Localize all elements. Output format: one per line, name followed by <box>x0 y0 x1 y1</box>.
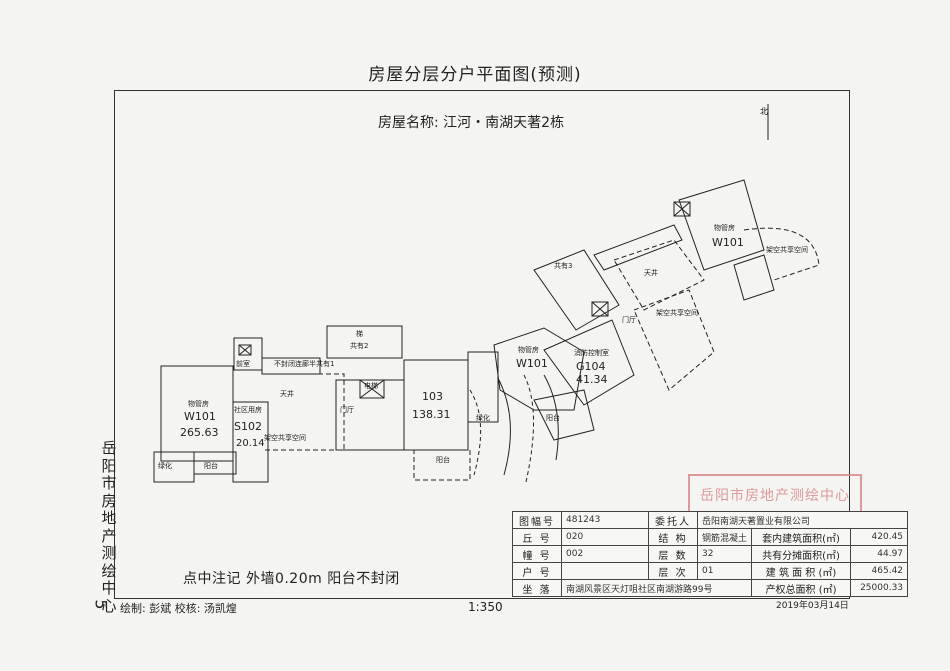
label-tianjing-right: 天井 <box>644 268 658 277</box>
label-w101-mid-use: 物管房 <box>518 345 539 354</box>
label-w101-left-area: 265.63 <box>180 426 219 439</box>
north-arrow: 北 <box>758 100 778 148</box>
room-g104 <box>543 319 635 406</box>
side-org-label: 岳阳市房地产测绘中心 <box>101 439 117 615</box>
scale-label: 1:350 <box>468 600 503 614</box>
label-green-left: 绿化 <box>158 461 172 470</box>
label-frontroom: 前室 <box>236 359 250 368</box>
label-shared3: 共有3 <box>554 261 572 270</box>
label-tianjing-left: 天井 <box>280 389 294 398</box>
table-cell: 44.97 <box>850 545 909 563</box>
label-g104-area: 41.34 <box>576 373 608 386</box>
table-cell: 共有分摊面积(㎡) <box>751 545 852 563</box>
label-corridor-left: 不封闭连廊半共有1 <box>274 359 334 368</box>
table-cell: 委托人 <box>648 511 698 529</box>
drawer-credits: 绘制: 彭斌 校核: 汤凯煌 <box>120 602 237 615</box>
table-row: 图幅号 481243 委托人 岳阳南湖天著置业有限公司 <box>512 511 909 529</box>
table-cell: 岳阳南湖天著置业有限公司 <box>696 511 909 529</box>
room-103 <box>403 359 469 451</box>
table-cell: 420.45 <box>850 528 909 546</box>
table-row: 丘 号 020 结 构 钢筋混凝土 套内建筑面积(㎡) 420.45 <box>512 528 909 546</box>
table-cell: 32 <box>696 545 753 563</box>
tianjing-right <box>613 239 705 311</box>
label-mendian-left: 门厅 <box>340 405 354 414</box>
table-cell: 01 <box>696 562 753 580</box>
table-row: 户 号 层 次 01 建 筑 面 积 (㎡) 465.42 <box>512 562 909 580</box>
table-cell: 层 数 <box>648 545 698 563</box>
drawing-frame <box>114 90 850 599</box>
label-stair: 梯 <box>356 329 363 338</box>
label-w101-left: W101 <box>184 410 216 423</box>
table-cell: 钢筋混凝土 <box>696 528 753 546</box>
table-cell: 020 <box>561 528 649 546</box>
stamp-text: 岳阳市房地产测绘中心 <box>700 488 850 504</box>
table-cell: 丘 号 <box>512 528 562 546</box>
label-w101-right: W101 <box>712 236 744 249</box>
building-name: 房屋名称: 江河・南湖天著2栋 <box>378 115 565 131</box>
side-number: 5 <box>91 599 111 610</box>
label-green-mid: 绿化 <box>476 413 490 422</box>
balcony-left <box>193 451 237 475</box>
label-w101-mid: W101 <box>516 357 548 370</box>
label-103-area: 138.31 <box>412 408 451 421</box>
room-shared3 <box>533 249 620 331</box>
room-frontroom <box>233 337 263 371</box>
note-text: 点中注记 外墙0.20m 阳台不封闭 <box>183 571 400 587</box>
table-cell: 层 次 <box>648 562 698 580</box>
label-g104: G104 <box>576 360 606 373</box>
label-s102: S102 <box>234 420 262 433</box>
room-s102 <box>232 401 269 483</box>
balcony-right <box>733 254 775 301</box>
table-row: 坐 落 南湖风景区天灯咀社区南湖游路99号 产权总面积 (㎡) 25000.33 <box>512 579 909 597</box>
label-lobby-right: 架空共享空间 <box>656 308 698 317</box>
info-table: 图幅号 481243 委托人 岳阳南湖天著置业有限公司 丘 号 020 结 构 … <box>512 511 909 597</box>
elevator-left <box>359 379 385 399</box>
page-title: 房屋分层分户平面图(预测) <box>368 65 582 85</box>
balcony-mid <box>413 449 471 481</box>
table-cell: 002 <box>561 545 649 563</box>
label-w101-right-use: 物管房 <box>714 223 735 232</box>
label-w101-left-use: 物管房 <box>188 399 209 408</box>
label-s102-area: 20.14 <box>236 438 265 449</box>
floor-plan: 物管房 W101 265.63 社区用房 S102 20.14 天井 架空共享空… <box>153 179 820 483</box>
label-balcony-mid: 阳台 <box>436 455 450 464</box>
room-w101-right <box>678 179 765 271</box>
label-lobby-left: 架空共享空间 <box>264 433 306 442</box>
table-cell: 图幅号 <box>512 511 562 529</box>
table-cell: 套内建筑面积(㎡) <box>751 528 852 546</box>
table-cell: 南湖风景区天灯咀社区南湖游路99号 <box>560 579 753 597</box>
label-balcony-right: 阳台 <box>546 413 560 422</box>
label-elevator: 电梯 <box>364 381 378 390</box>
table-cell <box>561 562 649 580</box>
room-stair <box>326 325 403 359</box>
lobby-right-2 <box>743 227 820 281</box>
label-s102-use: 社区用房 <box>234 405 262 414</box>
table-cell: 建 筑 面 积 (㎡) <box>751 562 852 580</box>
table-cell: 户 号 <box>512 562 562 580</box>
room-103-east <box>467 351 499 423</box>
table-cell: 坐 落 <box>512 579 562 597</box>
label-shared2: 共有2 <box>350 341 368 350</box>
label-103: 103 <box>422 390 443 403</box>
table-cell: 481243 <box>561 511 649 529</box>
table-cell: 产权总面积 (㎡) <box>751 579 852 597</box>
label-lobby-right-2: 架空共享空间 <box>766 245 808 254</box>
balcony-mid-right <box>533 389 595 441</box>
label-balcony-left: 阳台 <box>204 461 218 470</box>
table-cell: 幢 号 <box>512 545 562 563</box>
table-cell: 结 构 <box>648 528 698 546</box>
label-g104-use: 消防控制室 <box>574 348 609 357</box>
room-w101-mid <box>493 327 585 411</box>
corridor-right <box>593 224 683 271</box>
lobby-left <box>262 373 345 451</box>
date-label: 2019年03月14日 <box>776 601 849 611</box>
table-cell: 25000.33 <box>850 579 909 597</box>
north-label: 北 <box>760 107 768 116</box>
table-row: 幢 号 002 层 数 32 共有分摊面积(㎡) 44.97 <box>512 545 909 563</box>
label-mendian-right: 门厅 <box>622 315 636 324</box>
lobby-right <box>633 289 715 391</box>
table-cell: 465.42 <box>850 562 909 580</box>
